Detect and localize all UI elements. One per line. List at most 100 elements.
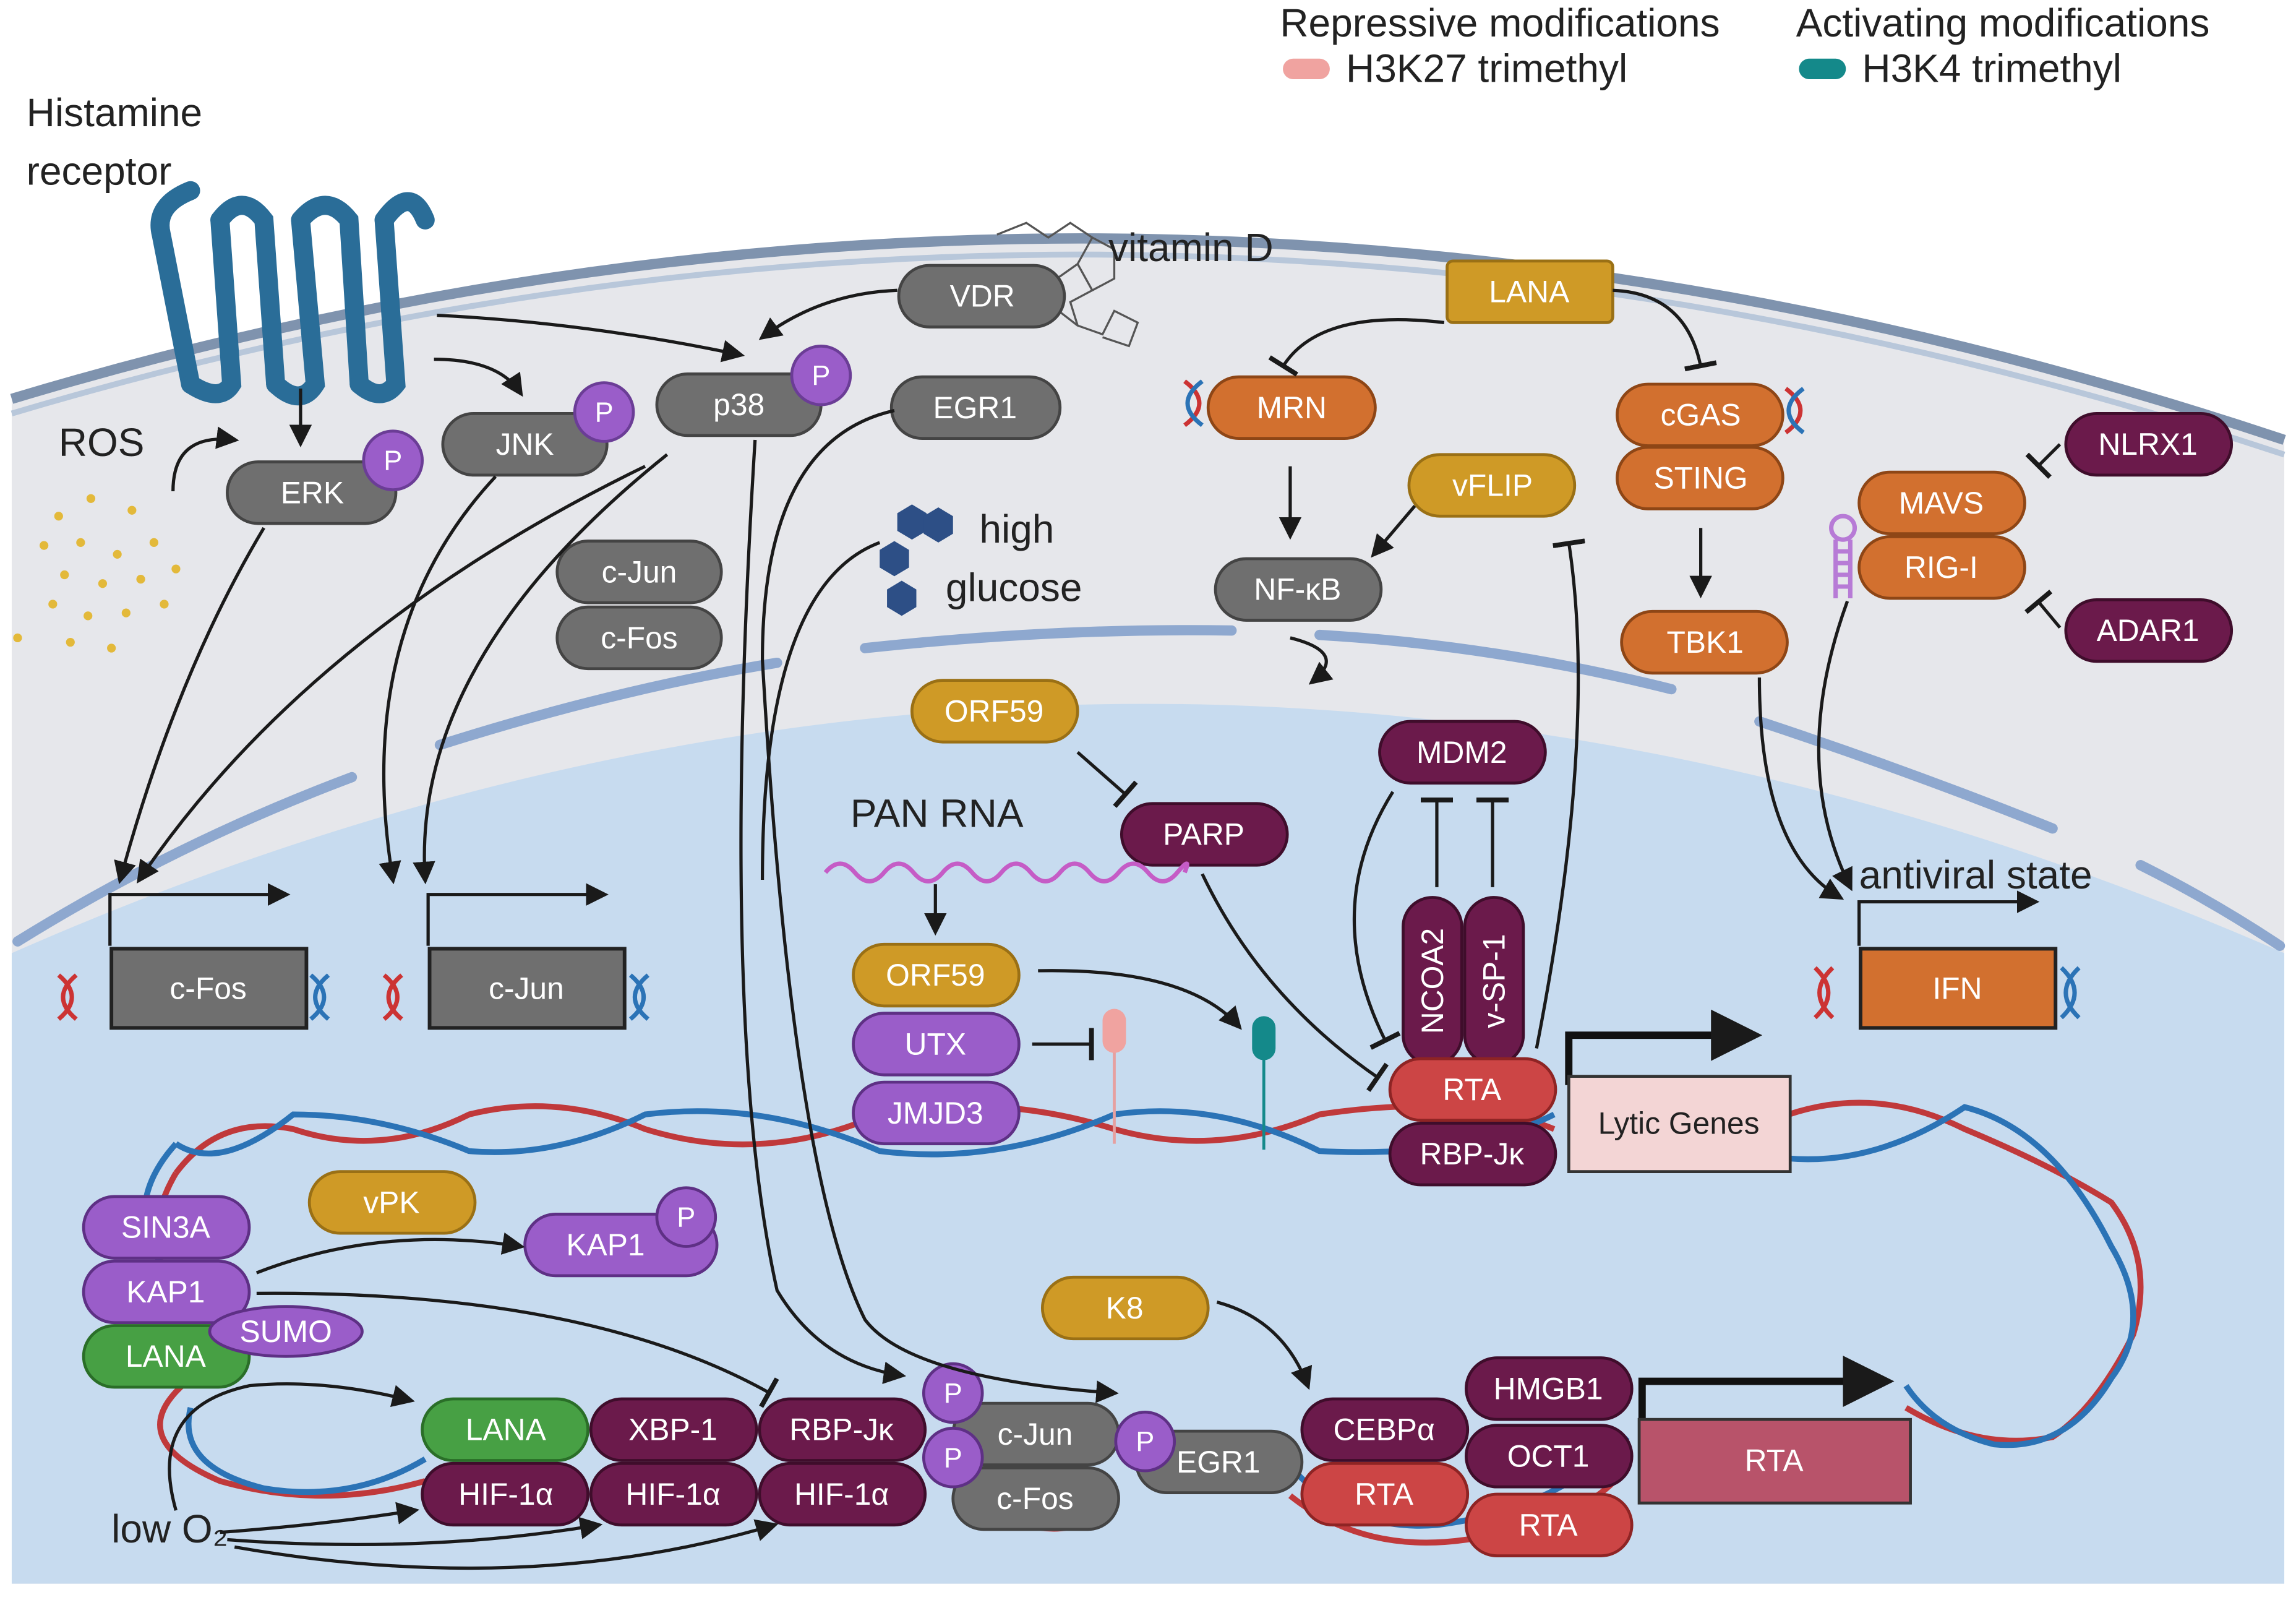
k8-node	[1040, 1275, 1210, 1341]
k8-label: K8	[1106, 1291, 1144, 1325]
mrn-label: MRN	[1257, 390, 1327, 425]
legend: Repressive modifications H3K27 trimethyl…	[1280, 1, 2209, 90]
cfos-cyt-node	[555, 605, 723, 671]
h3k27-swatch	[1283, 58, 1330, 79]
sin3a-node	[82, 1195, 251, 1260]
rbpjk-main-label: RBP-Jκ	[1420, 1137, 1525, 1171]
vpk-node	[307, 1170, 477, 1235]
egr1-phospho-label: P	[1136, 1426, 1154, 1457]
cgas-label: cGAS	[1661, 398, 1741, 432]
hif1a-1-label: HIF-1α	[458, 1477, 553, 1512]
cjun-cyt-label: c-Jun	[602, 554, 677, 589]
utx-node	[852, 1012, 1021, 1077]
erk-label: ERK	[281, 475, 344, 510]
legend-repressive-title: Repressive modifications	[1280, 1, 1720, 45]
p38-phospho-label: P	[812, 359, 830, 391]
cjun-gene-label: c-Jun	[489, 971, 564, 1005]
pan-rna-label: PAN RNA	[850, 791, 1024, 836]
mavs-label: MAVS	[1899, 486, 1984, 520]
kap1-phospho-label: P	[677, 1202, 695, 1233]
adar1-label: ADAR1	[2097, 613, 2200, 648]
rigi-node	[1857, 535, 2026, 600]
orf59-mid-label: ORF59	[886, 958, 985, 992]
cjun-phospho-icon	[922, 1362, 984, 1424]
lana-left-label: LANA	[126, 1339, 207, 1374]
rbpjk-bot-label: RBP-Jκ	[789, 1413, 894, 1447]
lana-left-node	[82, 1324, 251, 1389]
vdr-label: VDR	[950, 279, 1015, 314]
ifn-gene: IFN	[1814, 890, 2081, 1030]
egr1-phospho-icon	[1114, 1410, 1176, 1473]
oct1-node	[1465, 1424, 1634, 1489]
cjun-cyt-node	[555, 540, 723, 604]
vflip-label: vFLIP	[1452, 468, 1533, 502]
vpk-label: vPK	[363, 1185, 419, 1219]
rta-oct-label: RTA	[1519, 1508, 1578, 1542]
p38-phospho-icon	[790, 344, 852, 406]
legend-activating-title: Activating modifications	[1796, 1, 2210, 45]
orf59-top-node	[910, 679, 1079, 744]
oct1-label: OCT1	[1507, 1439, 1590, 1473]
erk-phospho-icon	[362, 429, 424, 491]
legend-repressive-item: H3K27 trimethyl	[1346, 46, 1627, 91]
pathway-arrows	[114, 288, 2062, 1570]
cfos-phospho-label: P	[944, 1442, 962, 1473]
nuclear-envelope	[12, 625, 2285, 951]
egr1-cyt-label: EGR1	[933, 390, 1017, 425]
rbpjk-bot-node	[758, 1397, 927, 1462]
ros-label: ROS	[59, 420, 145, 465]
kap1-phospho-icon	[655, 1186, 718, 1248]
cfos-phospho-icon	[922, 1427, 984, 1489]
nlrx1-node	[2064, 411, 2234, 477]
sumo-node	[208, 1305, 364, 1358]
hif1a-1-node	[421, 1461, 589, 1527]
kap1-p-label: KAP1	[566, 1228, 645, 1262]
kap1-node	[82, 1259, 251, 1325]
vdr-node	[897, 264, 1066, 329]
high-glucose-label-1: high	[979, 507, 1054, 551]
xbp1-label: XBP-1	[628, 1413, 718, 1447]
lytic-genes-box	[1567, 1075, 1792, 1173]
hif1a-3-label: HIF-1α	[794, 1477, 889, 1512]
hif1a-2-label: HIF-1α	[625, 1477, 720, 1512]
cebpa-label: CEBPα	[1333, 1413, 1434, 1447]
hif1a-3-node	[758, 1461, 927, 1527]
low-o2-label: low O₂	[111, 1507, 228, 1551]
sting-label: STING	[1654, 461, 1748, 496]
rta-cebp-node	[1300, 1461, 1470, 1527]
kap1-label: KAP1	[126, 1275, 205, 1309]
jnk-label: JNK	[496, 427, 554, 462]
lytic-promoter-arrow	[1565, 1009, 1763, 1085]
antiviral-state-label: antiviral state	[1859, 853, 2093, 897]
rta-main-node	[1388, 1057, 1557, 1122]
orf59-top-label: ORF59	[945, 694, 1043, 728]
ifn-gene-label: IFN	[1932, 971, 1982, 1005]
ros-dots	[13, 494, 181, 653]
lana-top-label: LANA	[1489, 275, 1570, 309]
nlrx1-label: NLRX1	[2098, 427, 2197, 462]
nfkb-label: NF-κB	[1254, 572, 1341, 607]
jmjd3-label: JMJD3	[888, 1096, 983, 1130]
cjun-phospho-label: P	[944, 1377, 962, 1409]
rta-promoter-arrow	[1638, 1356, 1895, 1422]
mdm2-label: MDM2	[1416, 735, 1507, 770]
cebpa-node	[1300, 1397, 1470, 1462]
rta-oct-node	[1465, 1492, 1634, 1557]
rna-hairpin-icon	[1829, 514, 1857, 598]
xbp1-node	[589, 1397, 758, 1462]
nucleus	[11, 703, 2285, 1584]
h3k4-swatch	[1799, 58, 1846, 79]
ncoa2-label: NCOA2	[1415, 928, 1450, 1034]
mrn-node	[1206, 375, 1377, 440]
adar1-node	[2064, 598, 2234, 663]
sin3a-label: SIN3A	[121, 1210, 211, 1245]
jnk-phospho-label: P	[595, 396, 614, 428]
cfos-gene: c-Fos	[57, 883, 330, 1030]
tbk1-node	[1620, 609, 1789, 675]
cjun-gene: c-Jun	[382, 883, 650, 1030]
p38-label: p38	[713, 387, 765, 422]
receptor-label: receptor	[27, 149, 172, 194]
egr1-bot-label: EGR1	[1176, 1445, 1261, 1479]
jmjd3-node	[852, 1080, 1021, 1145]
